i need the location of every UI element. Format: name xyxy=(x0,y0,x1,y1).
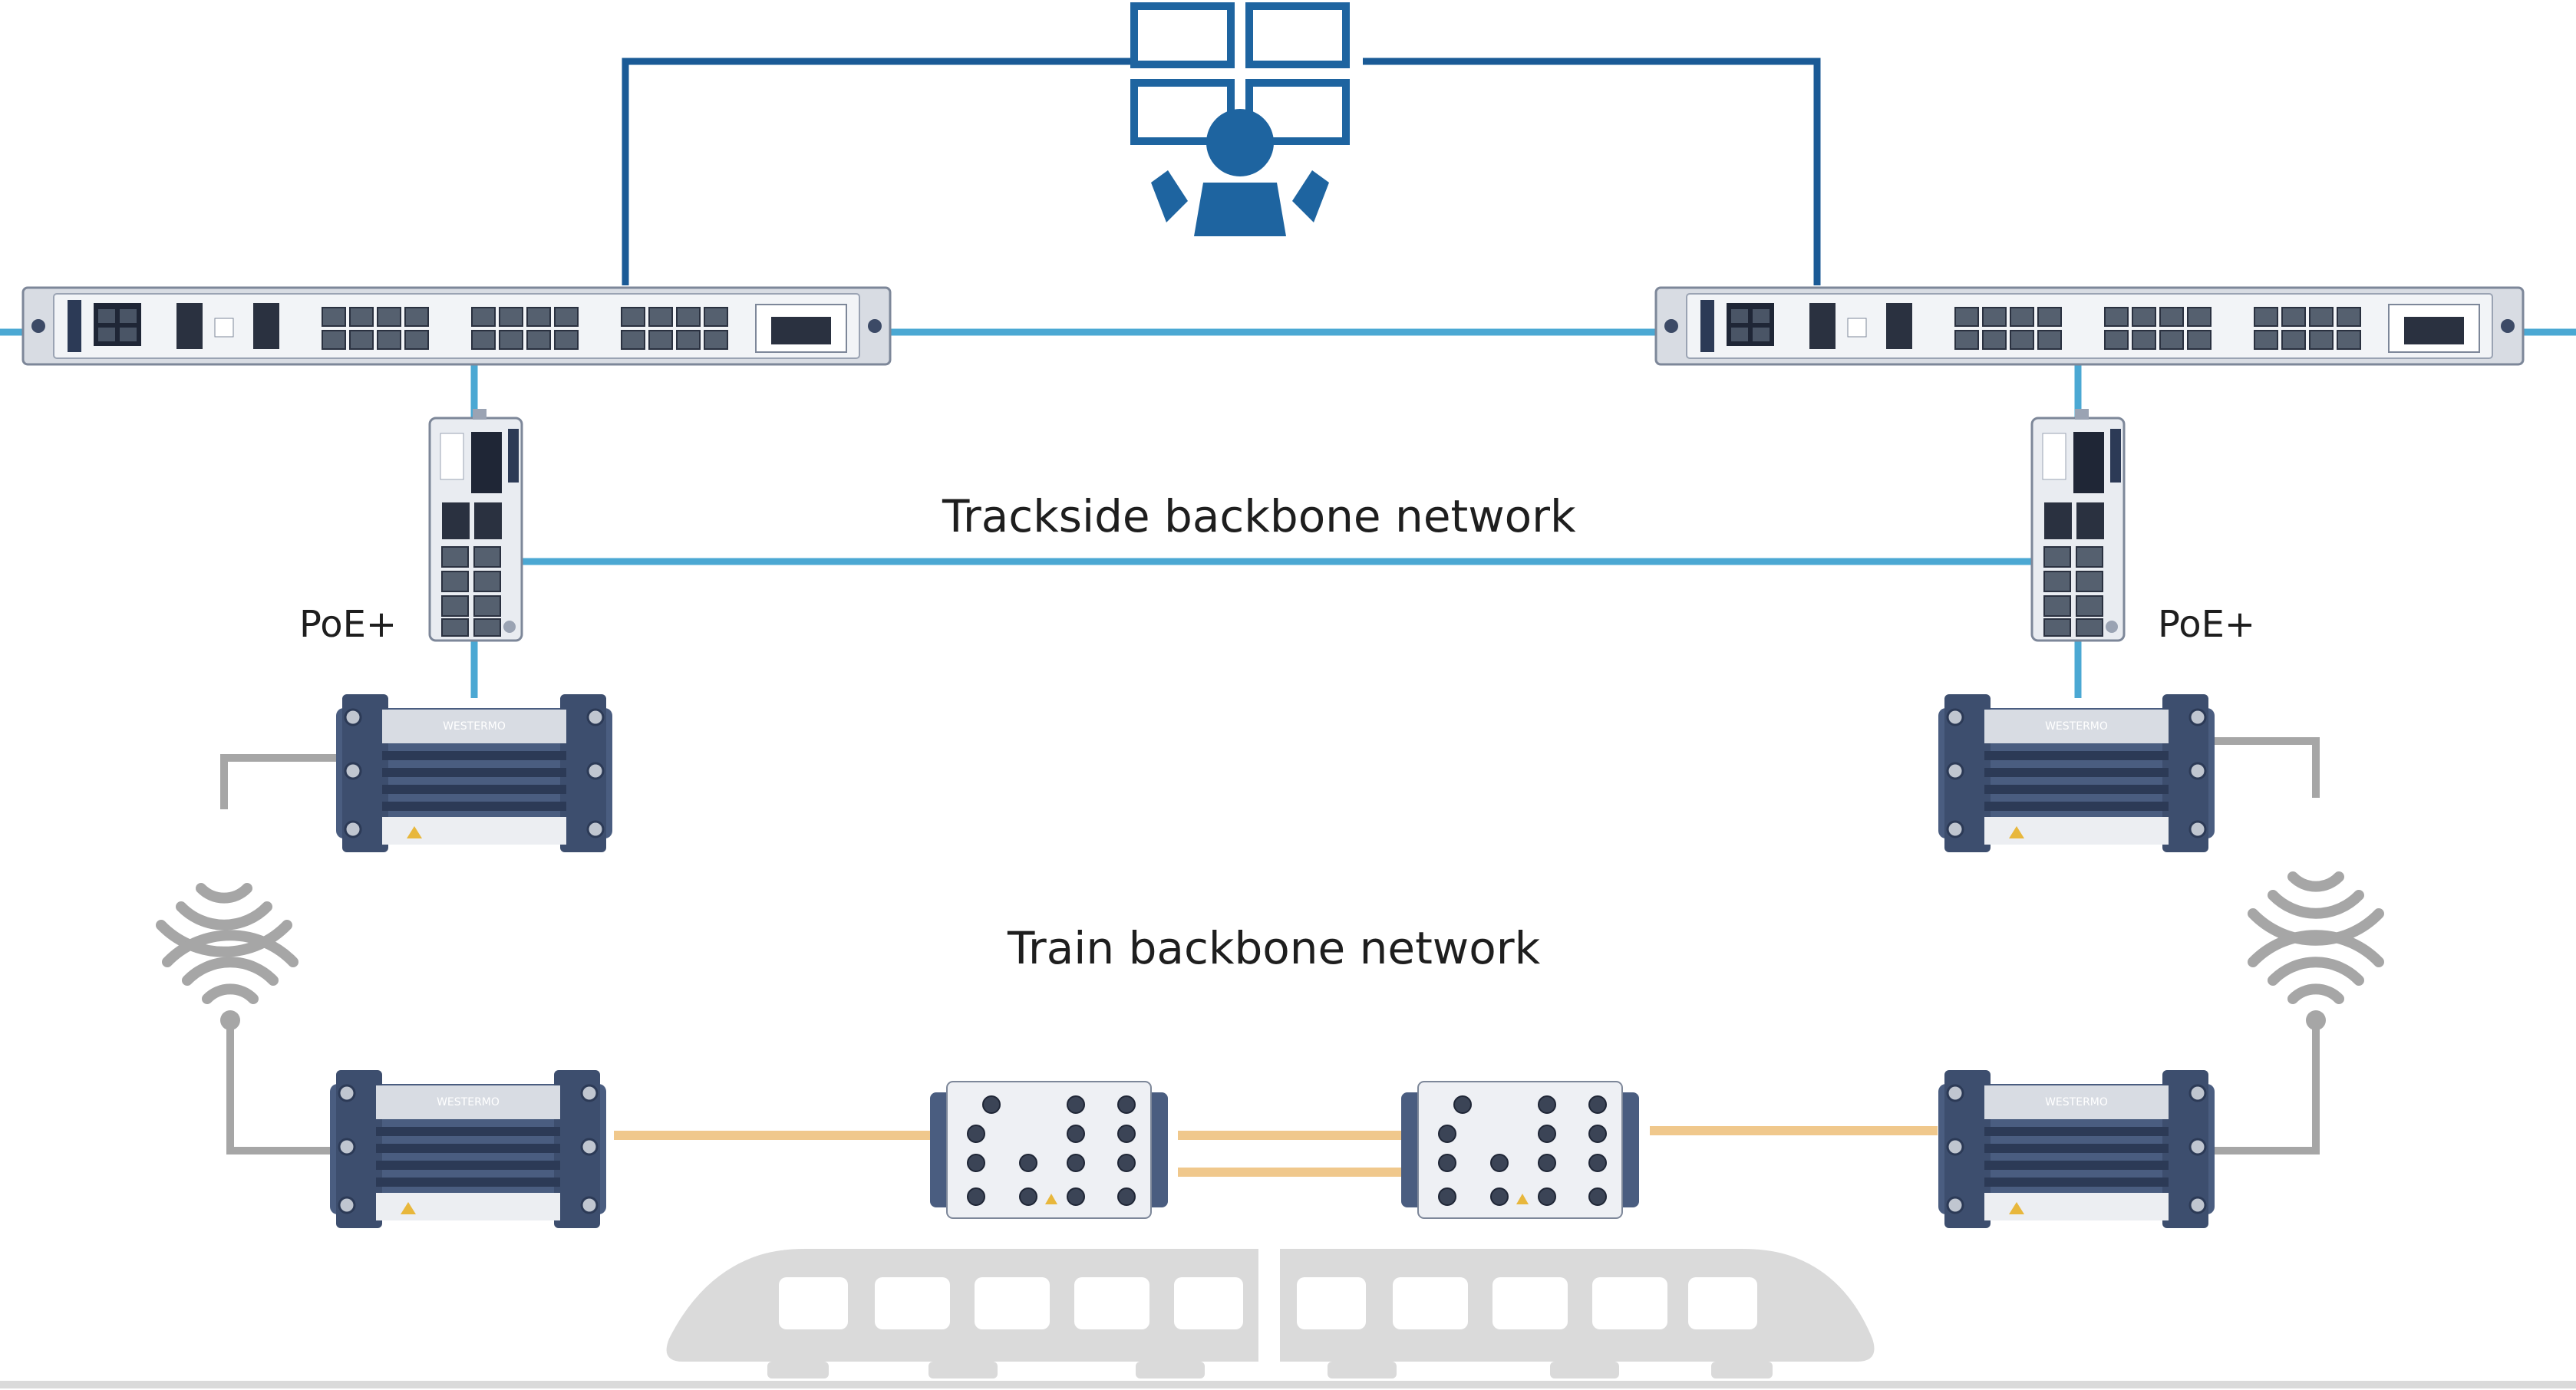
svg-text:WESTERMO: WESTERMO xyxy=(443,720,506,733)
train-switch-left xyxy=(929,1081,1169,1219)
wifi-signal-icon xyxy=(167,935,293,1030)
rail-track xyxy=(0,1381,2576,1388)
rack-switch-right xyxy=(1654,286,2525,366)
trackside-network-label: Trackside backbone network xyxy=(942,490,1576,542)
train-icon xyxy=(666,1249,1875,1378)
wifi-signal-icon xyxy=(2253,935,2379,1030)
trackside-ethernet-links xyxy=(0,328,2576,698)
train-switch-right xyxy=(1400,1081,1640,1219)
trackside-wireless-device-left: WESTERMO xyxy=(335,693,614,854)
operator-workstation-icon xyxy=(1130,2,1350,236)
train-backbone-links xyxy=(614,1126,1938,1177)
poe-switch-right xyxy=(2030,407,2126,642)
rack-switch-left xyxy=(21,286,892,366)
svg-text:WESTERMO: WESTERMO xyxy=(437,1096,500,1108)
poe-label-right: PoE+ xyxy=(2158,603,2255,646)
train-wireless-device-left: WESTERMO xyxy=(328,1069,608,1230)
svg-text:WESTERMO: WESTERMO xyxy=(2045,720,2108,733)
poe-switch-left xyxy=(428,407,523,642)
poe-label-left: PoE+ xyxy=(299,603,397,646)
train-wireless-device-right: WESTERMO xyxy=(1937,1069,2216,1230)
control-room-links xyxy=(622,58,1821,285)
train-network-label: Train backbone network xyxy=(1007,922,1541,974)
trackside-wireless-device-right: WESTERMO xyxy=(1937,693,2216,854)
svg-text:WESTERMO: WESTERMO xyxy=(2045,1096,2108,1108)
antenna-cables xyxy=(220,737,2320,1154)
